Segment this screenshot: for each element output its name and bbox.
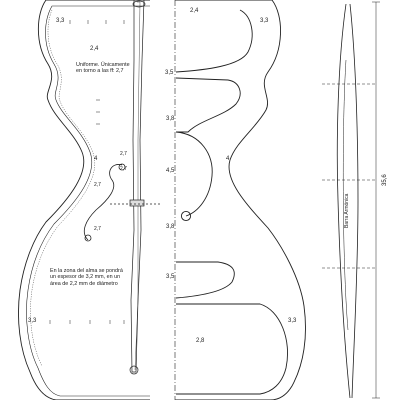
- note-soundpost: En la zona del alma se pondrá un espesor…: [50, 268, 123, 287]
- label-upper-left-edge: 3,3: [56, 18, 65, 24]
- right-inner-cbout-lower: [175, 261, 235, 299]
- left-plate-half: [18, 0, 150, 400]
- label-right-mid: 4: [226, 156, 230, 162]
- label-center-5: 3,5: [166, 274, 175, 280]
- side-profile: [336, 3, 359, 399]
- right-fhole-arc: [175, 131, 213, 217]
- bridge-block: [129, 199, 145, 207]
- label-upper-left-mid: 2,4: [90, 46, 99, 52]
- label-bass-bar: Barra Armónica: [344, 193, 350, 228]
- right-inner-upper-bout: [175, 9, 253, 73]
- side-profile-inner: [349, 3, 359, 399]
- label-center-4: 3,8: [166, 224, 175, 230]
- height-dimension: [322, 1, 380, 399]
- label-center-3: 4,5: [166, 168, 175, 174]
- neck-shaft-inner: [134, 1, 141, 371]
- tick-marks: [49, 20, 125, 324]
- right-inner-cbout-upper: [175, 77, 241, 133]
- left-fhole: [83, 163, 126, 242]
- right-plate-half: [175, 0, 306, 400]
- neck-base: [129, 365, 139, 375]
- label-fhole-4: 2,7: [94, 226, 101, 232]
- left-fhole-top-eye: [118, 163, 126, 171]
- label-side-dimension: 35,6: [382, 174, 388, 186]
- label-center-1: 3,5: [165, 70, 174, 76]
- label-lower-right-edge: 3,3: [288, 318, 297, 324]
- label-fhole-2: 2,7: [120, 166, 127, 172]
- neck-shaft: [110, 0, 160, 375]
- label-lower-center: 2,8: [196, 338, 205, 344]
- label-upper-right-edge: 3,3: [260, 18, 269, 24]
- thickness-labels: 2,4 3,3 3,3 2,4 3,5 3,8 4,5 3,8 3,5 4 4 …: [28, 8, 388, 344]
- neck-top: [132, 0, 146, 8]
- left-outer-outline: [18, 0, 150, 400]
- label-fhole-1: 2,7: [120, 151, 127, 157]
- label-center-2: 3,8: [166, 116, 175, 122]
- label-lower-left-edge: 3,3: [28, 318, 37, 324]
- left-fhole-bottom-eye: [84, 234, 92, 242]
- soundpost-circle: [180, 210, 192, 222]
- bass-bar-profile: [342, 59, 349, 331]
- right-inner-lower-bout: [176, 303, 288, 395]
- right-outer-outline: [175, 0, 306, 400]
- left-fhole-curve: [83, 164, 123, 241]
- neck-shaft-outline: [130, 0, 145, 373]
- left-purfling: [30, 9, 95, 367]
- label-left-mid: 4: [94, 156, 98, 162]
- label-fhole-3: 2,7: [94, 182, 101, 188]
- note-uniform: Uniforme. Únicamente en torno a las ff: …: [76, 62, 130, 75]
- left-inner-outline: [26, 5, 150, 397]
- side-profile-outer: [336, 3, 351, 399]
- label-upper-right: 2,4: [190, 8, 199, 14]
